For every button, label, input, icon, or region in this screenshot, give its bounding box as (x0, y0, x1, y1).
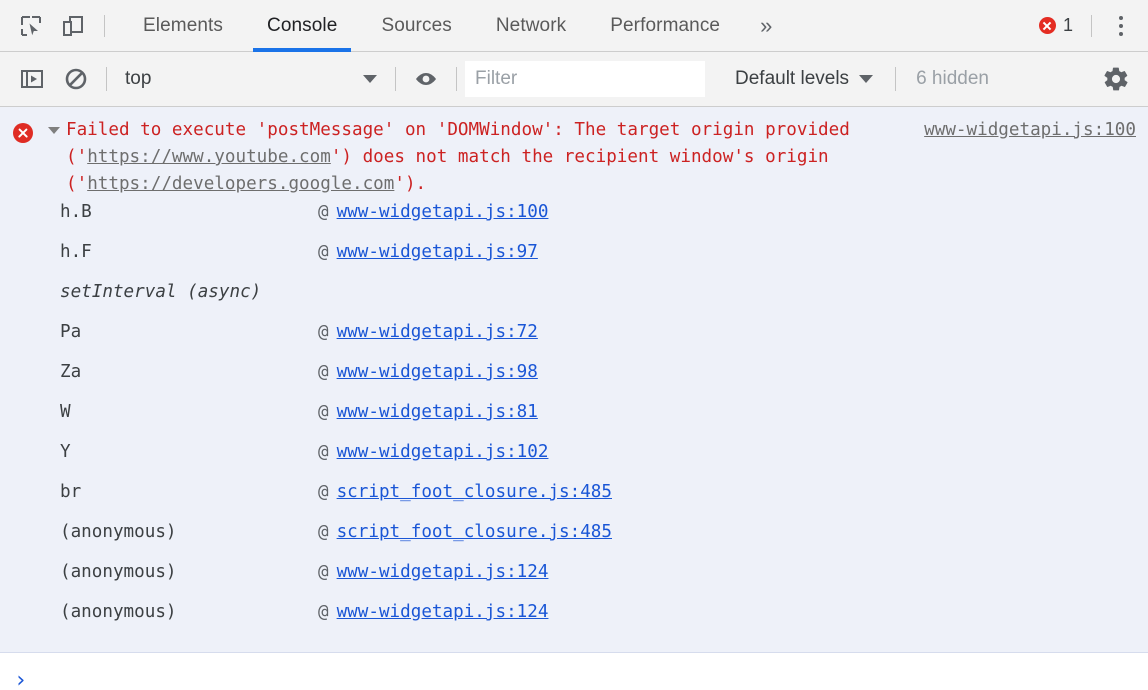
stack-frame-name: Pa (60, 322, 82, 342)
stack-frame[interactable]: (anonymous) @ script_foot_closure.js:485 (0, 522, 1148, 562)
tab-network[interactable]: Network (474, 0, 588, 52)
filterbar-divider-2 (395, 67, 396, 91)
log-levels-label: Default levels (735, 68, 850, 89)
inspect-cursor-icon[interactable] (10, 6, 52, 46)
filterbar-divider-4 (895, 67, 897, 91)
prompt-chevron-icon: › (14, 668, 28, 690)
error-text-part1: Failed to execute 'postMessage' on 'DOMW… (66, 120, 861, 167)
stack-frame-link[interactable]: script_foot_closure.js:485 (336, 522, 612, 542)
console-message-list[interactable]: Failed to execute 'postMessage' on 'DOMW… (0, 107, 1148, 690)
stack-frame-at: @ (318, 562, 329, 582)
live-expression-icon[interactable] (404, 58, 448, 100)
devtools-tabbar: Elements Console Sources Network Perform… (0, 0, 1148, 52)
more-tabs-icon[interactable]: » (760, 12, 773, 38)
stack-frame-link[interactable]: www-widgetapi.js:124 (336, 602, 549, 622)
stack-frame-name: (anonymous) (60, 602, 177, 622)
filter-input[interactable] (465, 61, 705, 97)
stack-frame-at: @ (318, 442, 329, 462)
stack-frame-name: Y (60, 442, 71, 462)
stack-frame-name: W (60, 402, 71, 422)
tab-sources-label: Sources (381, 14, 452, 36)
panel-tabs: Elements Console Sources Network Perform… (121, 0, 790, 52)
chevron-down-icon (363, 75, 377, 83)
stack-frame-at: @ (318, 402, 329, 422)
stack-frame[interactable]: Y @ www-widgetapi.js:102 (0, 442, 1148, 482)
stack-frame-name: br (60, 482, 82, 502)
stack-frame[interactable]: W @ www-widgetapi.js:81 (0, 402, 1148, 442)
stack-frame[interactable]: (anonymous) @ www-widgetapi.js:124 (0, 602, 1148, 642)
error-message-header: Failed to execute 'postMessage' on 'DOMW… (0, 113, 1148, 198)
stack-frame-at: @ (318, 202, 329, 222)
tabbar-right-group: 1 (1031, 6, 1148, 46)
stack-trace: h.B @ www-widgetapi.js:100 h.F @ www-wid… (0, 198, 1148, 642)
error-message-text: Failed to execute 'postMessage' on 'DOMW… (66, 117, 1148, 198)
message-source-link[interactable]: www-widgetapi.js:100 (924, 120, 1136, 140)
stack-frame-link[interactable]: www-widgetapi.js:102 (336, 442, 549, 462)
stack-frame-link[interactable]: www-widgetapi.js:100 (336, 202, 549, 222)
tab-elements-label: Elements (143, 14, 224, 36)
log-levels-select[interactable]: Default levels (721, 59, 887, 99)
tab-network-label: Network (495, 14, 567, 36)
stack-frame-link[interactable]: script_foot_closure.js:485 (336, 482, 612, 502)
stack-frame-at: @ (318, 522, 329, 542)
error-url-target-origin[interactable]: https://www.youtube.com (87, 147, 331, 167)
tab-performance[interactable]: Performance (588, 0, 742, 52)
tab-performance-label: Performance (610, 14, 721, 36)
stack-frame[interactable]: h.B @ www-widgetapi.js:100 (0, 202, 1148, 242)
filterbar-divider-1 (106, 67, 107, 91)
stack-frame[interactable]: Pa @ www-widgetapi.js:72 (0, 322, 1148, 362)
stack-frame-name: h.B (60, 202, 92, 222)
filterbar-divider-3 (456, 67, 457, 91)
clear-console-icon[interactable] (54, 58, 98, 100)
stack-frame-name: (anonymous) (60, 522, 177, 542)
stack-frame-link[interactable]: www-widgetapi.js:81 (336, 402, 538, 422)
tab-sources[interactable]: Sources (359, 0, 473, 52)
console-filter-toolbar: top Default levels 6 hidden (0, 52, 1148, 107)
error-url-recipient-origin[interactable]: https://developers.google.com (87, 174, 395, 194)
stack-frame-at: @ (318, 482, 329, 502)
error-count-value: 1 (1062, 15, 1073, 35)
stack-frame-async: setInterval (async) (0, 282, 1148, 322)
console-sidebar-icon[interactable] (10, 58, 54, 100)
stack-frame-name: Za (60, 362, 82, 382)
error-text-part2: ') does not match the recipient window's… (66, 147, 840, 194)
stack-frame-link[interactable]: www-widgetapi.js:97 (336, 242, 538, 262)
stack-frame-name: h.F (60, 242, 92, 262)
stack-frame-at: @ (318, 242, 329, 262)
stack-frame-name: (anonymous) (60, 562, 177, 582)
stack-frame-link[interactable]: www-widgetapi.js:98 (336, 362, 538, 382)
stack-frame-at: @ (318, 322, 329, 342)
device-toolbar-icon[interactable] (52, 6, 94, 46)
stack-frame-at: @ (318, 362, 329, 382)
kebab-menu-icon[interactable] (1102, 6, 1140, 46)
stack-frame[interactable]: (anonymous) @ www-widgetapi.js:124 (0, 562, 1148, 602)
chevron-down-icon (859, 75, 874, 83)
collapse-triangle-icon[interactable] (48, 127, 66, 134)
stack-frame[interactable]: h.F @ www-widgetapi.js:97 (0, 242, 1148, 282)
tabbar-divider-right (1091, 14, 1092, 37)
console-error-message[interactable]: Failed to execute 'postMessage' on 'DOMW… (0, 107, 1148, 653)
tab-elements[interactable]: Elements (121, 0, 245, 52)
console-prompt[interactable]: › (0, 653, 1148, 690)
gear-icon[interactable] (1094, 58, 1138, 100)
toolbar-divider (104, 14, 105, 37)
stack-frame-at: @ (318, 602, 329, 622)
error-icon (1038, 17, 1056, 34)
stack-frame-name: setInterval (async) (60, 282, 262, 302)
error-count-badge[interactable]: 1 (1031, 15, 1081, 36)
stack-frame[interactable]: br @ script_foot_closure.js:485 (0, 482, 1148, 522)
tab-console[interactable]: Console (245, 0, 359, 52)
error-icon (13, 123, 33, 143)
hidden-messages-count[interactable]: 6 hidden (916, 68, 989, 89)
tab-console-label: Console (267, 14, 338, 36)
execution-context-label: top (125, 68, 152, 89)
stack-frame-link[interactable]: www-widgetapi.js:72 (336, 322, 538, 342)
execution-context-select[interactable]: top (115, 59, 387, 99)
stack-frame[interactable]: Za @ www-widgetapi.js:98 (0, 362, 1148, 402)
error-text-part3: '). (394, 174, 427, 194)
stack-frame-link[interactable]: www-widgetapi.js:124 (336, 562, 549, 582)
